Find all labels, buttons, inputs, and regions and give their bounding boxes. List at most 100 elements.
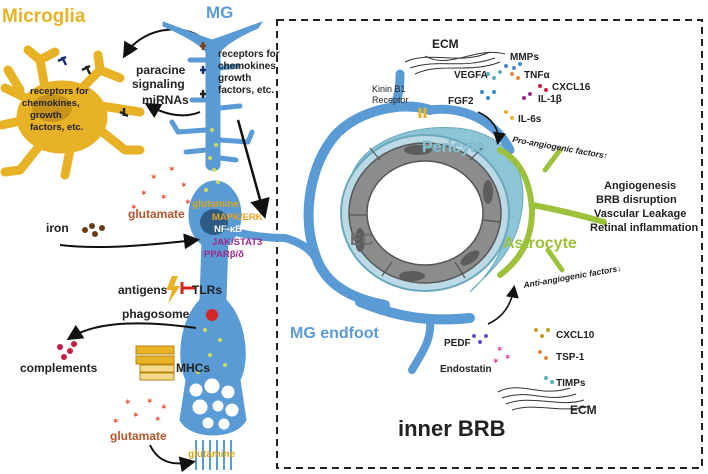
svg-text:✶: ✶ — [160, 192, 168, 202]
svg-text:✶: ✶ — [496, 344, 504, 354]
mg-receptor-label: receptors for chemokines, growth factors… — [218, 49, 282, 96]
mg-endfoot-shape — [281, 69, 515, 374]
glutamine-dots — [196, 128, 227, 374]
iron-arrow — [59, 233, 200, 250]
il6-dots — [504, 110, 514, 120]
svg-text:BRB disruption: BRB disruption — [596, 194, 677, 206]
svg-text:✶: ✶ — [492, 356, 500, 366]
pedf-label: PEDF — [444, 338, 471, 349]
timps-label: TIMPs — [556, 378, 586, 389]
ecm-top-label: ECM — [432, 37, 459, 51]
anti-angio-label: Anti-angiogenic factors↓ — [522, 263, 622, 290]
ecm-bottom-fibers — [497, 387, 591, 411]
jak-label: JAK/STAT3 — [212, 237, 262, 248]
svg-text:Retinal inflammation: Retinal inflammation — [590, 222, 698, 234]
lightning-icon — [166, 276, 180, 304]
svg-text:✶: ✶ — [504, 352, 512, 362]
pro-angio-label: Pro-angiogenic factors↑ — [512, 134, 609, 161]
endostatin-label: Endostatin — [440, 364, 492, 375]
astrocyte-shape — [497, 147, 607, 278]
cxcl16-dots — [538, 84, 548, 92]
iron-dots — [82, 223, 105, 237]
svg-text:✶: ✶ — [180, 180, 188, 190]
nfkb-label: NF-κB — [214, 224, 242, 235]
microglia-receptors — [57, 55, 129, 118]
mhc-icons — [135, 345, 175, 381]
svg-text:✶: ✶ — [112, 416, 120, 426]
tlr-receptor-icon — [180, 282, 196, 294]
complement-dots — [57, 341, 77, 360]
svg-text:✶: ✶ — [130, 202, 138, 212]
phagosome-label: phagosome — [122, 307, 190, 321]
vessel-lumen — [366, 160, 484, 266]
glutamate-label-bottom: glutamate — [110, 429, 167, 443]
svg-text:✶: ✶ — [154, 414, 162, 424]
tnfa-dots — [510, 72, 520, 80]
svg-text:✶: ✶ — [140, 188, 148, 198]
il6-label: IL-6s — [518, 114, 542, 125]
ecm-bottom-label: ECM — [570, 403, 597, 417]
mg-receptors — [200, 42, 206, 98]
mg-vacuoles — [188, 377, 240, 431]
svg-text:✶: ✶ — [132, 410, 140, 420]
phagosome-icon — [206, 309, 218, 321]
inner-brb-box — [276, 19, 703, 469]
tsp1-label: TSP-1 — [556, 352, 585, 363]
svg-text:✶: ✶ — [124, 397, 132, 407]
pericyte-label: Pericyte — [422, 139, 484, 156]
antigens-label: antigens — [118, 283, 168, 297]
anti-angio-arrow — [487, 284, 519, 325]
glutamine-label-bottom: glutamine — [188, 449, 236, 460]
svg-text:Vascular Leakage: Vascular Leakage — [594, 208, 686, 220]
vegfa-label: VEGFA — [454, 70, 488, 81]
mg-fibers — [195, 440, 232, 470]
outcome-list: Angiogenesis BRB disruption Vascular Lea… — [590, 180, 698, 234]
mirna-arrow — [144, 102, 201, 118]
pro-angio-arrow — [477, 111, 506, 146]
timps-dots — [544, 376, 554, 384]
glutamine-label-top: glutamine — [192, 199, 240, 210]
microglia-title: Microglia — [2, 6, 86, 27]
glutamate-stars-top: ✶✶✶ ✶✶✶ ✶ — [130, 164, 192, 212]
svg-text:✶: ✶ — [146, 396, 154, 406]
svg-text:Angiogenesis: Angiogenesis — [604, 180, 676, 192]
iron-label: iron — [46, 221, 69, 235]
ppar-label: PPARβ/δ — [204, 249, 244, 260]
vegfa-dots — [486, 70, 502, 80]
microglia-receptor-label: receptors for chemokines, growth factors… — [22, 86, 91, 133]
kinin-receptor-icon — [418, 108, 427, 118]
cxcl10-dots — [534, 328, 550, 338]
kinin-label: Kinin B1 Receptor — [372, 84, 409, 105]
cxcl16-label: CXCL16 — [552, 82, 591, 93]
svg-text:✶: ✶ — [160, 402, 168, 412]
il1b-dots — [522, 92, 532, 100]
ec-nuclei — [355, 145, 493, 281]
svg-text:✶: ✶ — [168, 164, 176, 174]
mapk-label: MAPK/ERK — [212, 212, 263, 223]
microglia-cell — [0, 45, 145, 180]
mirna-label: miRNAs — [142, 93, 189, 107]
tlrs-label: TLRs — [192, 283, 222, 297]
endostatin-stars: ✶✶✶ — [492, 344, 512, 366]
svg-text:✶: ✶ — [184, 197, 192, 207]
inner-brb-label: inner BRB — [398, 416, 506, 441]
glutamate-arrow-bottom — [149, 444, 196, 473]
complement-arrow — [66, 322, 197, 341]
mg-nucleus — [200, 209, 228, 235]
ec-label: EC — [350, 230, 374, 249]
glutamate-label-top: glutamate — [128, 207, 185, 221]
paracrine-label: paracine signaling — [132, 63, 189, 91]
mmps-dots — [504, 62, 522, 70]
complements-label: complements — [20, 361, 98, 375]
endothelial-cells — [350, 147, 501, 279]
mg-endfoot-label: MG endfoot — [290, 325, 380, 342]
fgf2-label: FGF2 — [448, 96, 474, 107]
glutamate-stars-bottom: ✶✶✶ ✶✶✶ — [112, 396, 168, 426]
cxcl10-label: CXCL10 — [556, 330, 595, 341]
tnfa-label: TNFα — [524, 70, 550, 81]
svg-text:✶: ✶ — [150, 172, 158, 182]
mmps-label: MMPs — [510, 52, 539, 63]
fgf2-dots — [480, 90, 496, 100]
